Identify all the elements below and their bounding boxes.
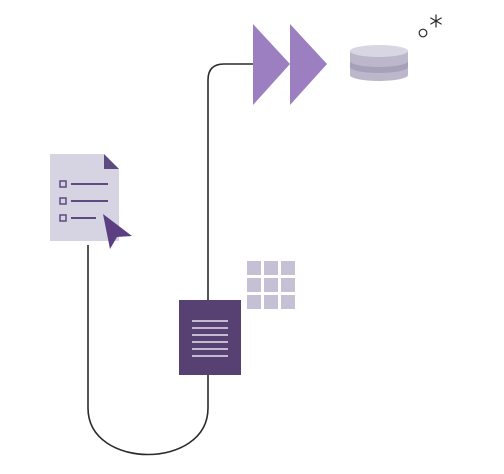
cursor-arrow-icon [103, 214, 132, 249]
asterisk-icon [430, 14, 442, 28]
document-checklist-icon [50, 154, 119, 241]
fast-forward-icon [253, 24, 327, 105]
database-icon [350, 45, 408, 81]
connector-line-upper [207, 63, 253, 300]
connector-line-lower [87, 245, 209, 456]
grid-icon [247, 261, 295, 309]
text-page-icon [179, 300, 241, 375]
circle-icon [418, 28, 428, 38]
